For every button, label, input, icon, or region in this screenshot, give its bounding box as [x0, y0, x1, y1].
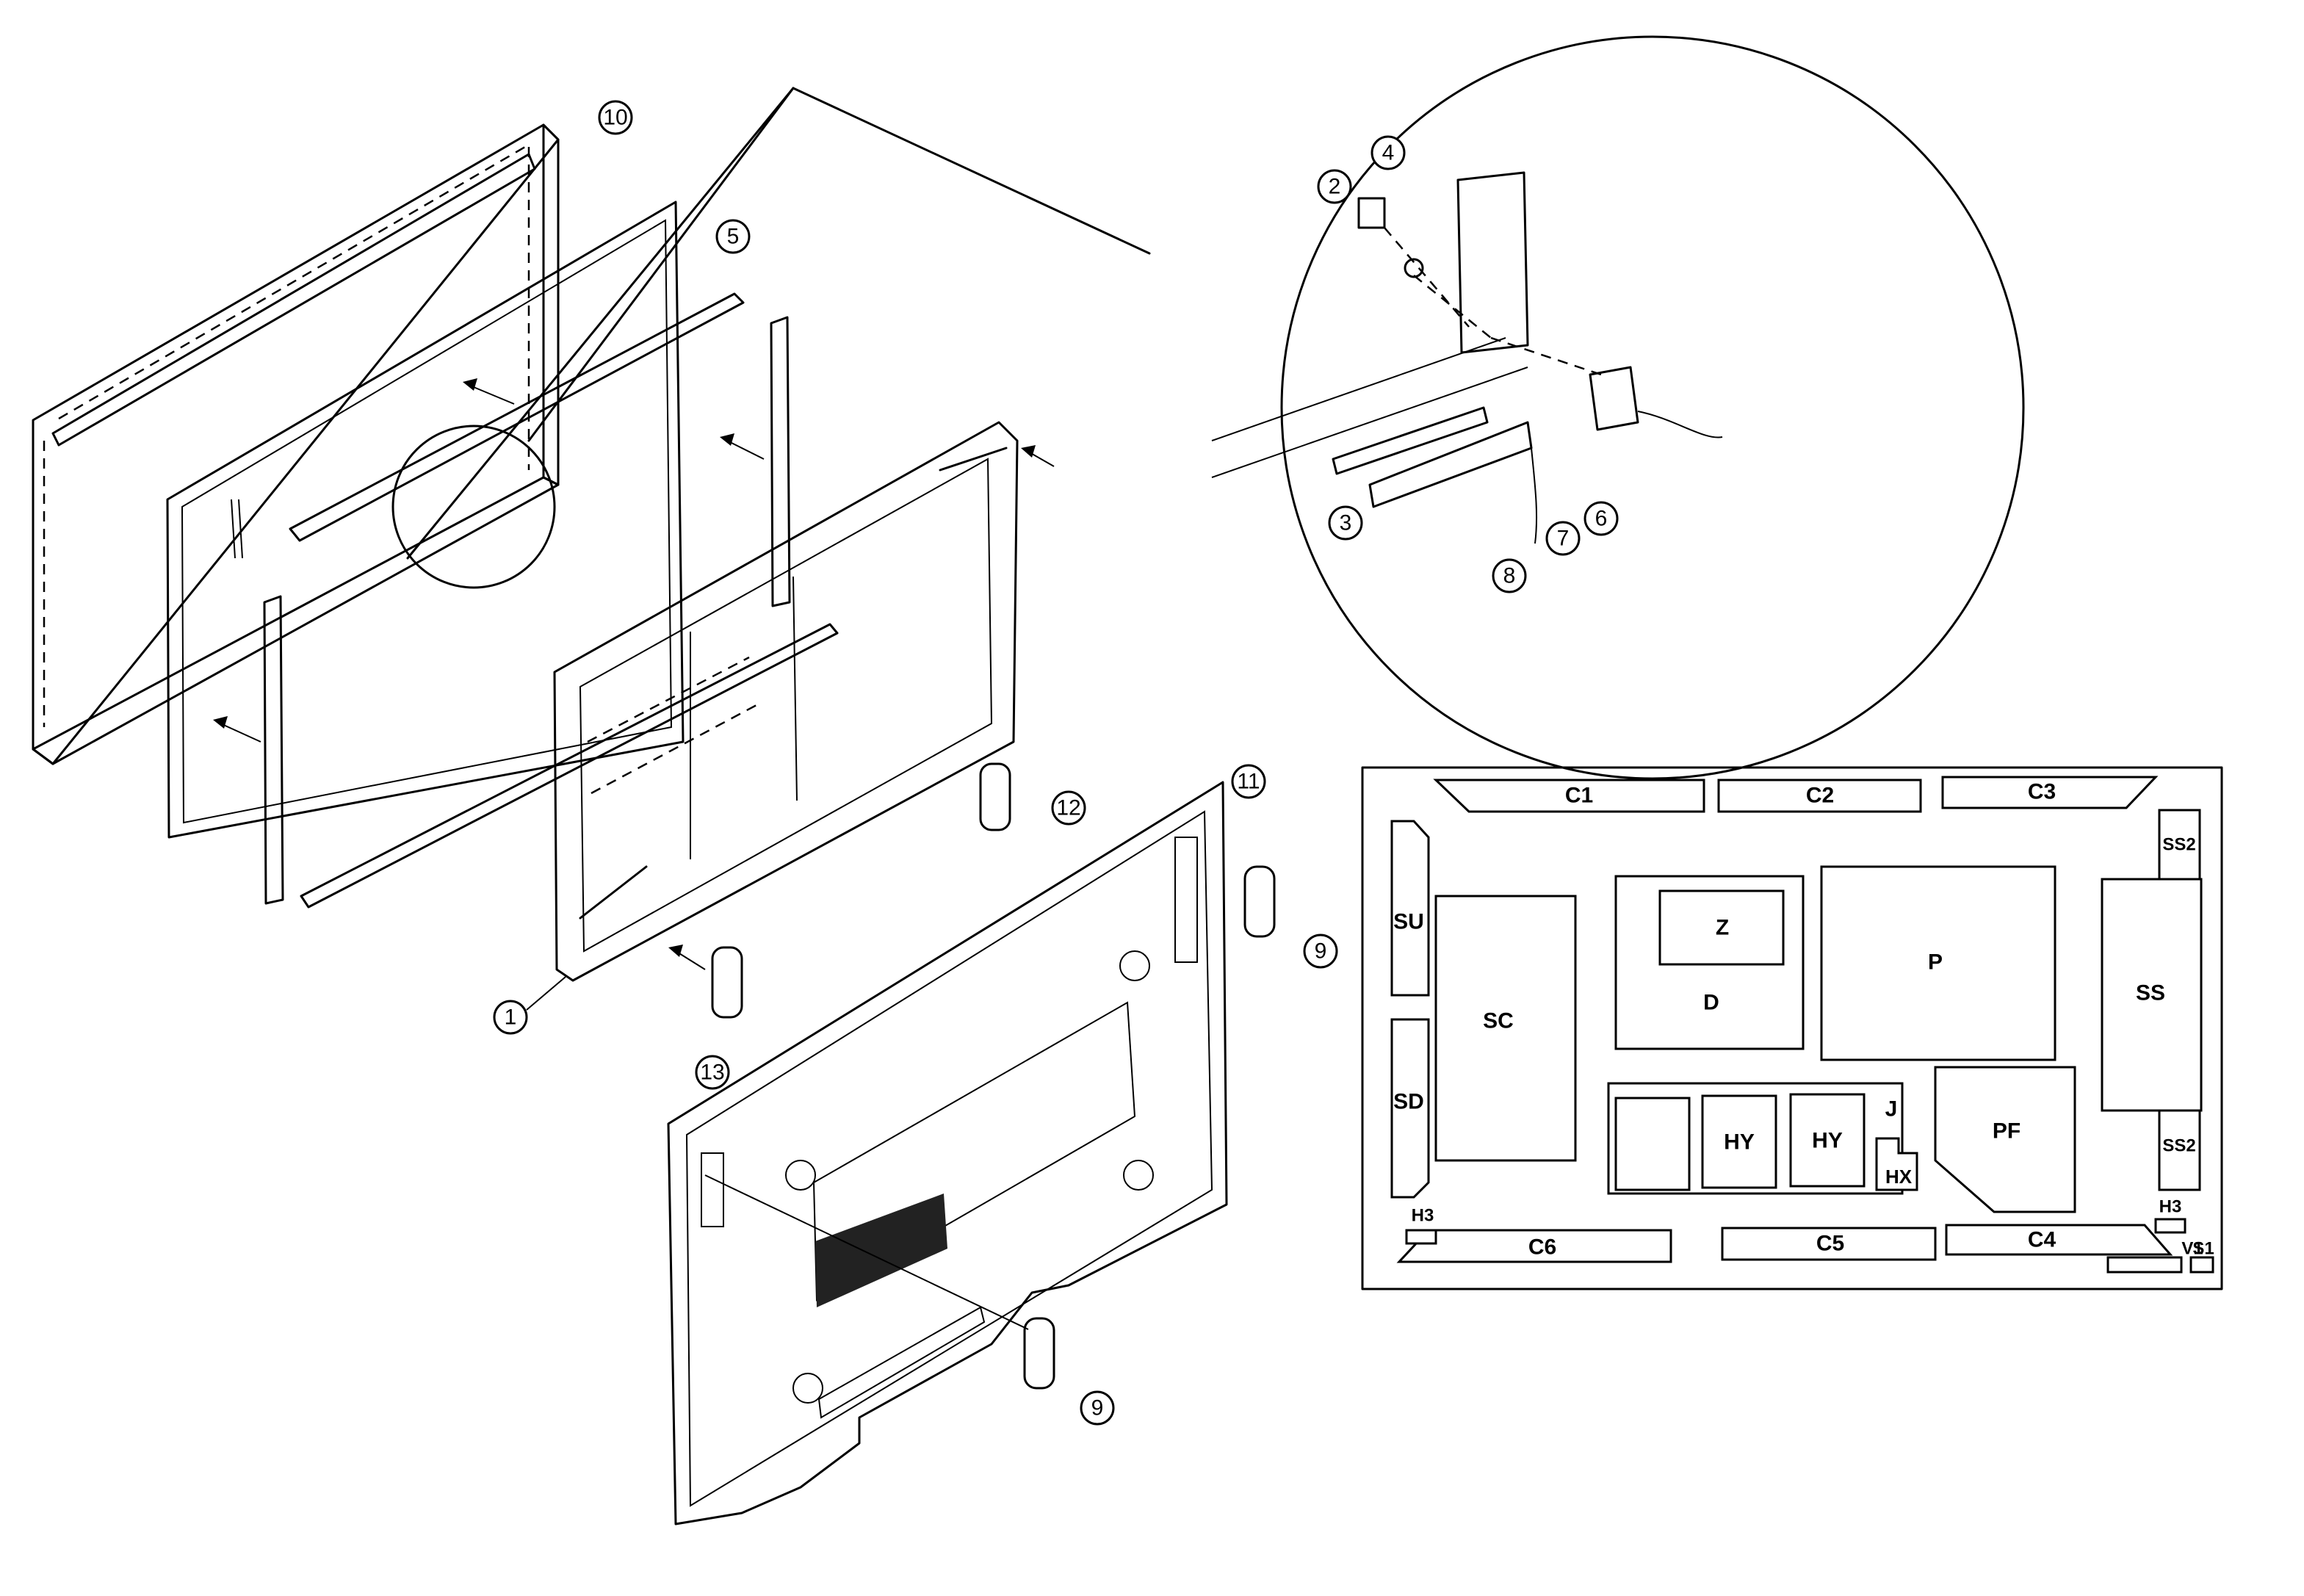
svg-text:C5: C5	[1816, 1232, 1844, 1256]
detail-magnifier-circle	[391, 425, 556, 589]
svg-text:11: 11	[1237, 770, 1260, 794]
callout-6: 6	[1583, 501, 1619, 536]
svg-text:7: 7	[1557, 527, 1570, 551]
board-c1: C1	[1433, 779, 1705, 813]
svg-text:HY: HY	[1724, 1130, 1755, 1155]
board-outline	[1361, 766, 2223, 1290]
board-hy-1: HY	[1701, 1094, 1777, 1189]
callout-1: 1	[493, 976, 566, 1035]
callout-9-top: 9	[1303, 934, 1338, 969]
svg-text:9: 9	[1315, 939, 1327, 964]
board-ss2-top: SS2	[2158, 809, 2201, 881]
svg-text:SC: SC	[1483, 1009, 1514, 1033]
board-v1: V1	[2106, 1239, 2203, 1274]
svg-text:P: P	[1928, 950, 1943, 975]
handle-part-9-bottom	[1023, 1317, 1055, 1390]
callout-7: 7	[1545, 521, 1581, 556]
svg-text:Z: Z	[1716, 916, 1729, 940]
board-c4: C4	[1945, 1224, 2173, 1256]
callout-2: 2	[1317, 169, 1352, 204]
board-hy-2: HY	[1789, 1093, 1866, 1188]
board-c3: C3	[1941, 776, 2159, 809]
svg-text:V1: V1	[2181, 1239, 2203, 1259]
board-unlabeled-block	[1614, 1097, 1691, 1191]
svg-text:4: 4	[1382, 141, 1395, 165]
svg-text:SU: SU	[1393, 910, 1424, 934]
rear-cover	[667, 781, 1228, 1525]
board-z: Z	[1658, 889, 1785, 966]
direction-arrows	[213, 378, 1055, 970]
svg-text:PF: PF	[1993, 1119, 2020, 1144]
board-ss: SS	[2101, 878, 2203, 1112]
svg-text:HY: HY	[1812, 1129, 1843, 1153]
svg-text:6: 6	[1595, 507, 1608, 531]
svg-text:5: 5	[727, 225, 740, 249]
board-h3-right: H3	[2154, 1197, 2186, 1234]
svg-text:SS2: SS2	[2162, 1136, 2195, 1156]
board-p: P	[1820, 865, 2056, 1061]
board-c6: C6	[1396, 1229, 1672, 1263]
svg-text:C1: C1	[1565, 784, 1593, 808]
board-h3-left: H3	[1405, 1206, 1437, 1245]
board-sd: SD	[1390, 1018, 1430, 1199]
svg-text:8: 8	[1503, 564, 1516, 588]
svg-text:J: J	[1885, 1097, 1898, 1122]
board-hx: HX	[1875, 1137, 1918, 1191]
board-su: SU	[1390, 820, 1430, 997]
board-j: J	[1885, 1097, 1898, 1122]
svg-text:H3: H3	[2159, 1197, 2182, 1217]
board-c5: C5	[1721, 1227, 1937, 1261]
board-pf: PF	[1934, 1066, 2076, 1213]
svg-text:1: 1	[505, 1005, 517, 1030]
svg-text:C2: C2	[1806, 784, 1834, 808]
svg-text:10: 10	[603, 106, 627, 130]
callout-12: 12	[1051, 790, 1086, 826]
callout-10: 10	[598, 100, 633, 135]
frame-rails	[263, 292, 839, 909]
board-layout: C1 C2 C3 SU SD SC D Z	[1361, 766, 2223, 1290]
svg-text:SD: SD	[1393, 1090, 1424, 1114]
svg-text:13: 13	[700, 1061, 724, 1085]
svg-text:C3: C3	[2028, 780, 2056, 804]
board-ss2-bottom: SS2	[2158, 1109, 2201, 1191]
callout-3: 3	[1328, 505, 1363, 541]
svg-text:D: D	[1703, 991, 1719, 1015]
svg-text:C6: C6	[1528, 1235, 1556, 1260]
svg-text:C4: C4	[2028, 1228, 2056, 1252]
svg-text:H3: H3	[1412, 1206, 1434, 1226]
svg-text:SS2: SS2	[2162, 835, 2195, 855]
svg-text:S1: S1	[2192, 1239, 2214, 1259]
svg-text:12: 12	[1056, 796, 1080, 820]
svg-text:SS: SS	[2136, 981, 2165, 1005]
callout-4: 4	[1371, 135, 1406, 170]
bracket-part-13	[711, 946, 743, 1019]
bracket-part-12	[979, 762, 1011, 831]
callout-9-bottom: 9	[1080, 1390, 1115, 1426]
front-bezel	[32, 123, 560, 765]
chassis-frame	[553, 421, 1019, 982]
callout-13: 13	[695, 1055, 730, 1090]
board-sc: SC	[1434, 895, 1577, 1162]
handle-part-9-top	[1243, 865, 1276, 938]
board-c2: C2	[1717, 779, 1922, 813]
filter-glass-panel	[166, 201, 685, 839]
callout-11: 11	[1231, 764, 1266, 799]
board-s1: S1	[2189, 1239, 2214, 1274]
svg-text:2: 2	[1329, 175, 1341, 199]
svg-text:3: 3	[1340, 511, 1352, 535]
detail-view-circle	[1211, 35, 2025, 780]
svg-text:HX: HX	[1885, 1166, 1913, 1188]
callout-5: 5	[715, 219, 751, 254]
callout-8: 8	[1492, 558, 1527, 593]
svg-text:9: 9	[1091, 1396, 1104, 1420]
